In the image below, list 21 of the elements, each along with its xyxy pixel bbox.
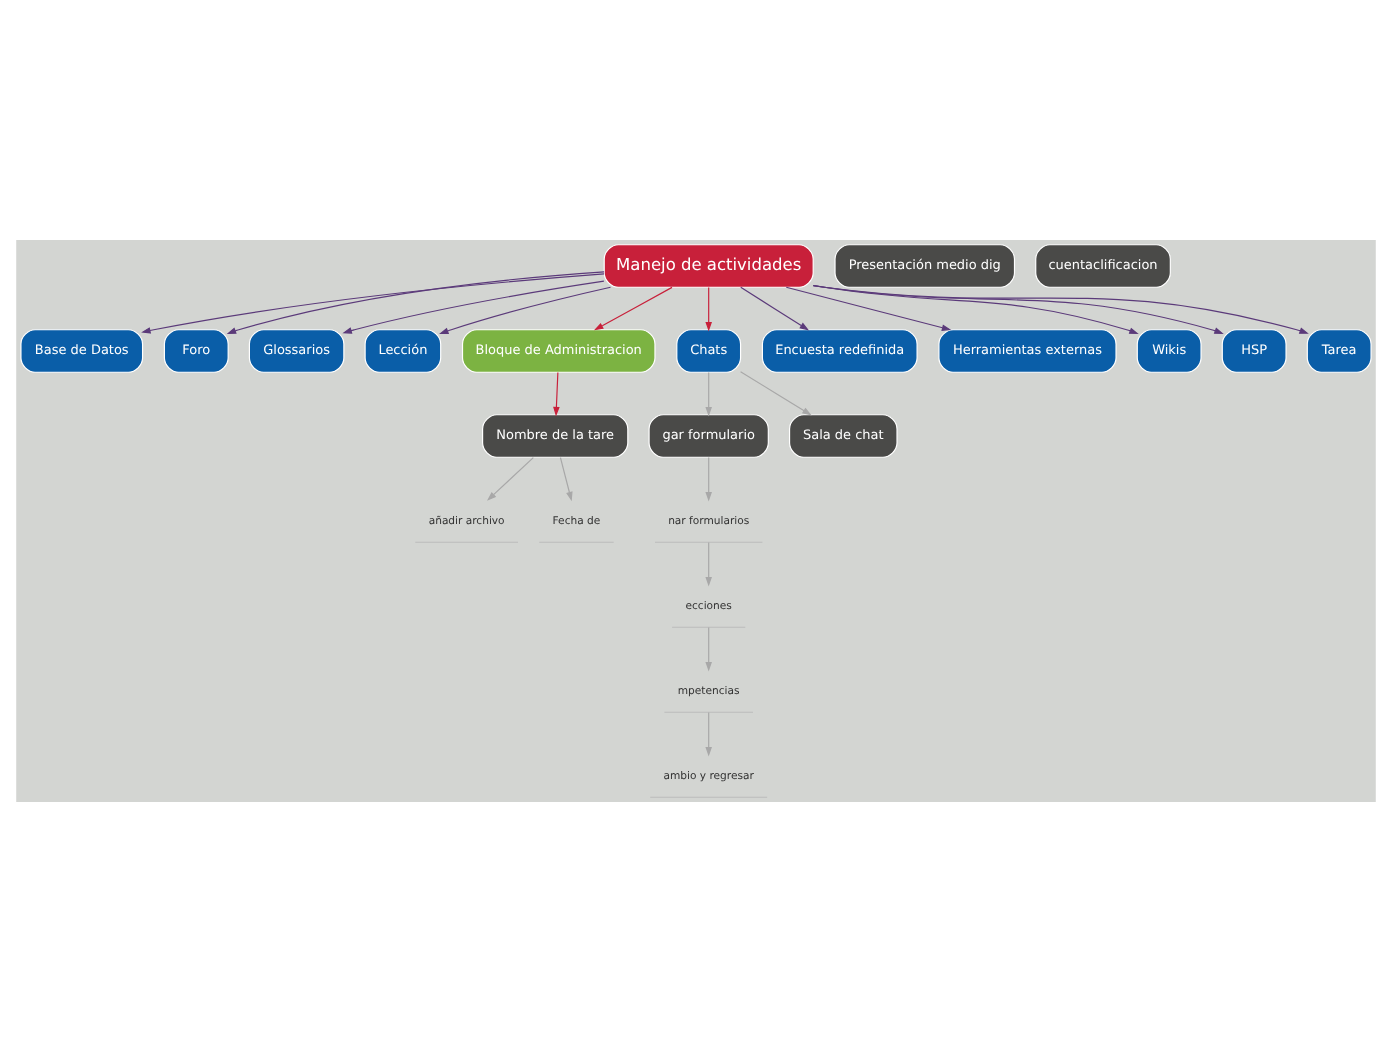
arrow (812, 283, 1139, 334)
arrow (553, 371, 560, 416)
arrow (705, 286, 712, 331)
arrow (785, 285, 952, 330)
arrow (812, 284, 1309, 333)
arrow (487, 456, 534, 500)
arrow (740, 285, 810, 330)
node-box: Manejo de actividades (603, 243, 814, 287)
arrow (594, 285, 673, 330)
arrow (812, 284, 1224, 333)
arrow (705, 626, 712, 671)
arrow (705, 541, 712, 586)
arrow (141, 272, 605, 333)
arrow (705, 371, 712, 416)
arrow (439, 285, 612, 334)
arrow (342, 279, 605, 333)
arrow (705, 711, 712, 756)
arrow (740, 370, 812, 415)
arrow (226, 270, 605, 333)
arrow (705, 456, 712, 501)
arrow (559, 456, 573, 501)
